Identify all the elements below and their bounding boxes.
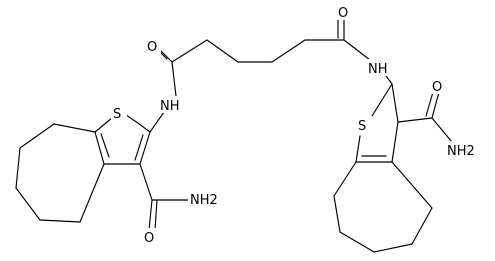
atom-labels: S O O NH NH S NH2 O O NH2 bbox=[111, 3, 489, 246]
bond bbox=[100, 133, 110, 158]
bond bbox=[391, 121, 399, 163]
carboxamide-nh2-label: NH2 bbox=[190, 193, 218, 208]
bond bbox=[15, 187, 41, 221]
bond bbox=[431, 117, 453, 143]
oxygen-label: O bbox=[338, 6, 348, 21]
bond bbox=[94, 117, 113, 133]
bond bbox=[149, 111, 165, 133]
amide-nh-label: NH bbox=[368, 62, 388, 77]
bond bbox=[333, 195, 341, 233]
bond bbox=[39, 219, 81, 223]
bond bbox=[79, 163, 105, 223]
bond bbox=[125, 114, 139, 124]
bond bbox=[160, 50, 173, 63]
right-ring-system bbox=[333, 83, 453, 253]
sulfur-label: S bbox=[113, 107, 121, 122]
bond bbox=[148, 199, 153, 231]
bond bbox=[371, 83, 393, 117]
bond bbox=[139, 163, 153, 201]
bond bbox=[171, 61, 177, 97]
bond bbox=[94, 131, 105, 165]
amide-nh-label: NH bbox=[160, 99, 180, 114]
oxygen-label: O bbox=[432, 80, 442, 95]
sulfur-label: S bbox=[358, 119, 366, 134]
bond bbox=[271, 39, 306, 63]
bond bbox=[53, 123, 96, 133]
bond bbox=[373, 243, 413, 253]
left-ring-system bbox=[15, 114, 191, 231]
bond bbox=[139, 131, 151, 165]
oxygen-label: O bbox=[144, 231, 154, 246]
bond bbox=[411, 207, 433, 245]
diamide-linker bbox=[149, 17, 393, 133]
bond bbox=[134, 134, 144, 161]
bond bbox=[391, 83, 399, 123]
bond bbox=[397, 117, 433, 123]
carboxamide-nh2-label: NH2 bbox=[447, 144, 475, 159]
bond bbox=[391, 161, 433, 209]
bond bbox=[137, 122, 151, 133]
bond bbox=[343, 39, 371, 61]
bond bbox=[154, 199, 158, 231]
bond bbox=[171, 39, 208, 63]
bond bbox=[19, 123, 55, 149]
bond bbox=[15, 147, 21, 189]
bond bbox=[431, 91, 440, 119]
bond bbox=[333, 161, 357, 197]
oxygen-label: O bbox=[147, 40, 157, 55]
bond bbox=[206, 39, 239, 63]
bond bbox=[355, 135, 361, 163]
bond bbox=[425, 91, 434, 117]
bond bbox=[339, 231, 375, 253]
